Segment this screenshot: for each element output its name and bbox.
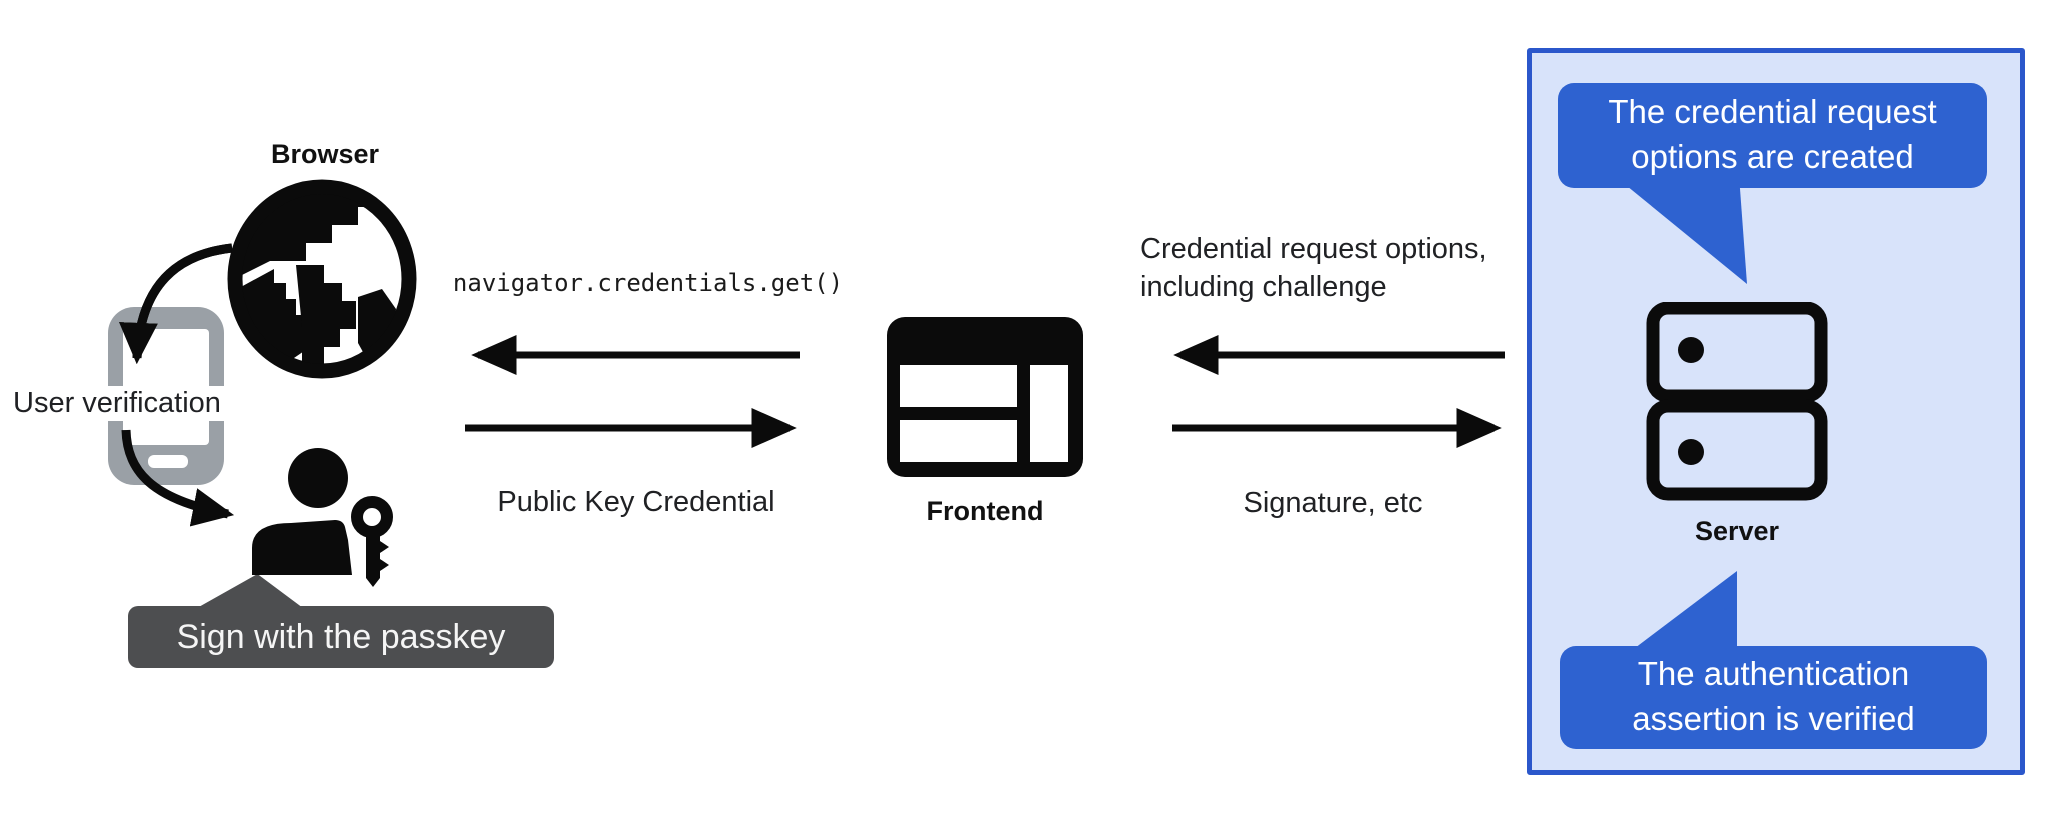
bubble-bottom-line2: assertion is verified: [1632, 700, 1915, 737]
server-label: Server: [1694, 516, 1780, 546]
public-key-credential-label: Public Key Credential: [497, 486, 775, 518]
server-stack-icon: [1646, 302, 1828, 501]
credential-request-line2: including challenge: [1140, 271, 1387, 303]
bubble-top: The credential request options are creat…: [1558, 83, 1987, 188]
frontend-label: Frontend: [926, 496, 1044, 526]
bubble-top-line2: options are created: [1631, 138, 1914, 175]
bubble-bottom-line1: The authentication: [1637, 655, 1910, 692]
api-call-text: navigator.credentials.get(): [452, 269, 844, 297]
bubble-top-line1: The credential request: [1608, 93, 1937, 130]
person-with-key-icon: [252, 448, 393, 587]
user-verification-label: User verification: [8, 386, 226, 421]
bubble-bottom: The authentication assertion is verified: [1560, 646, 1987, 749]
passkey-badge: Sign with the passkey: [128, 606, 554, 668]
signature-label: Signature, etc: [1243, 487, 1423, 519]
browser-window-icon: [887, 317, 1083, 477]
globe-icon: [227, 179, 417, 379]
credential-request-line1: Credential request options,: [1140, 233, 1487, 265]
credential-request-label: Credential request options, including ch…: [1140, 230, 1487, 306]
browser-label: Browser: [270, 139, 380, 169]
